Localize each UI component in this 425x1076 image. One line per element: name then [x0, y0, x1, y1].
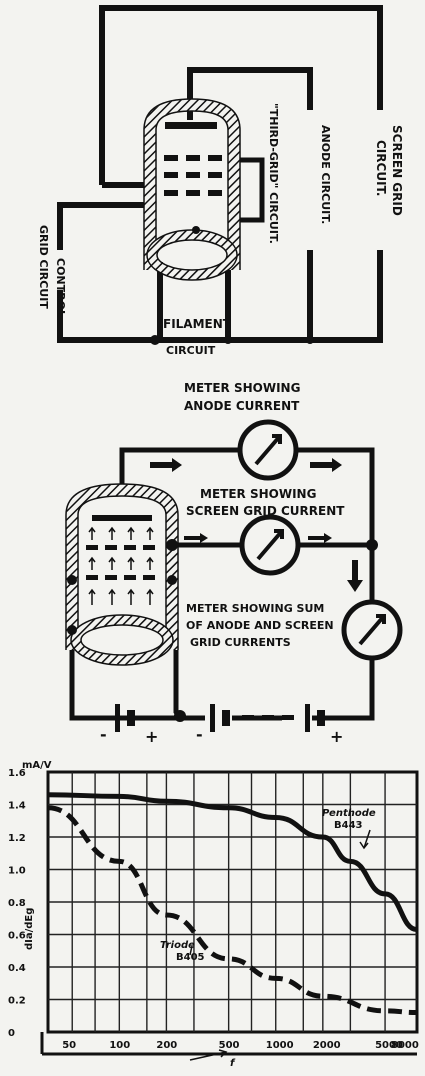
junction-dot — [192, 226, 200, 234]
junction-dot — [306, 336, 314, 344]
diagram-electrode-circuits: SCREEN GRID CIRCUIT. ANODE CIRCUIT. "THI… — [37, 5, 404, 357]
junction-dot — [150, 335, 160, 345]
filament2-ellipse — [71, 615, 173, 665]
junction-dot — [67, 575, 77, 585]
tube2-envelope — [66, 484, 178, 650]
label-filament-line1: FILAMENT — [163, 317, 232, 331]
chart-series — [47, 792, 418, 1015]
label-anode-circuit: ANODE CIRCUIT. — [319, 125, 332, 224]
grid2-dashes — [86, 545, 155, 580]
label-meter-anode-line1: METER SHOWING — [184, 381, 300, 395]
anode-plate — [165, 122, 217, 129]
current-arrows — [150, 458, 363, 592]
battery-sign: - — [100, 725, 107, 744]
x-tick-label: 50 — [62, 1040, 76, 1051]
label-meter-screen-line1: METER SHOWING — [200, 487, 316, 501]
label-control-line2: GRID CIRCUIT — [37, 225, 50, 309]
y-tick-label: 1.4 — [8, 801, 26, 812]
electron-arrows — [88, 526, 154, 605]
label-control-line1: CONTROL — [54, 258, 67, 317]
y-tick-label: 1.6 — [8, 768, 26, 779]
series-name-penthode-2: B443 — [334, 820, 363, 831]
chart-grid — [40, 770, 419, 1056]
y-tick-label: 0.2 — [8, 996, 26, 1007]
label-screen-grid-line1: SCREEN GRID — [390, 125, 404, 216]
tube-outline — [143, 98, 241, 270]
anode2-plate — [92, 515, 152, 521]
y-tick-label: 0.4 — [8, 963, 26, 974]
junction-dot — [224, 336, 232, 344]
filament-ellipse — [147, 230, 237, 280]
x-tick-label: 5000 — [375, 1040, 403, 1051]
grid-dashes — [164, 155, 222, 196]
battery-1 — [115, 704, 135, 732]
series-line-triode — [47, 805, 418, 1015]
anode-current-wire — [69, 447, 375, 721]
label-filament-line2: CIRCUIT — [166, 344, 216, 357]
diagram-meters: METER SHOWING ANODE CURRENT — [65, 381, 403, 746]
meter-anode-current — [237, 419, 299, 481]
chart-slope-vs-frequency: mA/V dIa/dEg 1.6 1.4 1.2 1.0 0.8 0.6 0.4 0.2 0 50… — [8, 760, 419, 1069]
series-name-penthode-1: Penthode — [322, 808, 376, 819]
y-tick-label: 1.0 — [8, 866, 26, 877]
y-axis-label: dIa/dEg — [24, 908, 35, 950]
junction-dot — [366, 539, 378, 551]
label-meter-sum-line1: METER SHOWING SUM — [186, 602, 324, 615]
junction-dot — [174, 710, 186, 722]
third-grid-circuit-wire — [230, 157, 265, 223]
anode-circuit-wire — [187, 67, 313, 340]
x-axis-arrow — [189, 1049, 228, 1061]
label-meter-sum-line3: GRID CURRENTS — [190, 636, 291, 649]
meter-screen-grid-current — [239, 514, 301, 576]
label-screen-grid-line2: CIRCUIT. — [374, 140, 388, 196]
junction-dot — [67, 625, 77, 635]
y-tick-label: 0.8 — [8, 898, 26, 909]
y-tick-label: 0 — [8, 1028, 15, 1039]
control-grid-circuit-wire — [57, 202, 155, 343]
y-tick-label: 0.6 — [8, 931, 26, 942]
y-tick-label: 1.2 — [8, 833, 26, 844]
x-tick-label: 100 — [109, 1040, 130, 1051]
battery-2 — [210, 704, 325, 732]
junction-dot — [167, 575, 177, 585]
series-name-triode-2: B405 — [176, 952, 205, 963]
battery-sign: - — [196, 725, 203, 744]
label-meter-screen-line2: SCREEN GRID CURRENT — [186, 504, 345, 518]
junction-dot — [166, 539, 178, 551]
series-label-triode: Triode B405 — [160, 940, 205, 963]
battery-sign: + — [330, 727, 343, 746]
x-tick-label: 1000 — [266, 1040, 294, 1051]
series-label-penthode: Penthode B443 — [322, 808, 376, 850]
x-tick-label: 2000 — [313, 1040, 341, 1051]
filament2-outline-outer — [70, 614, 174, 666]
filament2-outline-inner — [80, 624, 164, 656]
tube-envelope — [144, 99, 240, 270]
tube2-outline — [65, 483, 179, 650]
filament-outline-inner — [156, 239, 228, 271]
x-tick-label: 8000 — [391, 1040, 419, 1051]
label-meter-anode-line2: ANODE CURRENT — [184, 399, 300, 413]
label-meter-sum-line2: OF ANODE AND SCREEN — [186, 619, 334, 632]
x-tick-label: 200 — [156, 1040, 177, 1051]
meter-sum-current — [341, 599, 403, 661]
label-third-grid-circuit: "THIRD-GRID" CIRCUIT. — [267, 103, 280, 244]
y-unit-label: mA/V — [22, 760, 52, 771]
chart-ticks: 1.6 1.4 1.2 1.0 0.8 0.6 0.4 0.2 0 50 100 200 500 1000… — [8, 768, 419, 1051]
series-name-triode-1: Triode — [160, 940, 195, 951]
x-tick-label: 500 — [219, 1040, 240, 1051]
battery-sign: + — [145, 727, 158, 746]
filament-leads — [157, 262, 231, 340]
x-axis-label: f — [230, 1058, 236, 1069]
